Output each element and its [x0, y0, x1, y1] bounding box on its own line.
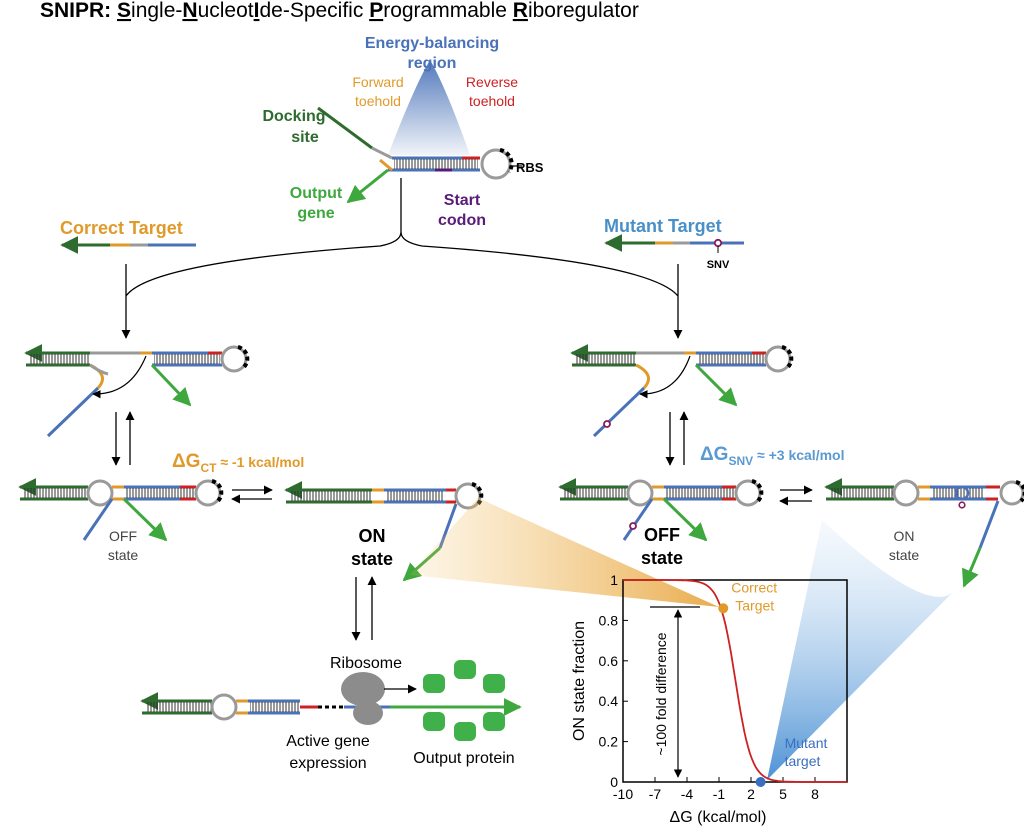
right-binding-complex	[570, 344, 794, 438]
right-on-state-label: ON	[894, 528, 915, 544]
mutant-target-highlight	[767, 520, 955, 780]
start-codon-label-2: codon	[438, 212, 486, 229]
chart-point-correct-target	[718, 603, 729, 614]
title-p9: iboregulator	[528, 0, 639, 22]
forward-toehold-label-2: toehold	[355, 93, 401, 109]
protein-icon-6	[483, 712, 505, 731]
dg-ct-label: ΔGCT ≈ -1 kcal/mol	[172, 451, 304, 475]
title-p7: rogrammable	[383, 0, 513, 22]
mutant-target-strand	[604, 234, 744, 253]
title-p2: N	[182, 0, 197, 22]
protein-icon-4	[423, 712, 445, 731]
x-tick-label: -1	[713, 786, 726, 802]
chart-point-label: Target	[735, 597, 774, 613]
right-off-state-label-2: state	[641, 548, 683, 568]
forward-toehold-label: Forward	[352, 74, 403, 90]
y-tick-label: 0.2	[599, 734, 619, 750]
fold-difference-label: ~100 fold difference	[653, 632, 669, 755]
title-p3: ucleot	[198, 0, 254, 22]
x-tick-label: 5	[779, 786, 787, 802]
x-tick-label: 8	[811, 786, 819, 802]
y-tick-label: 1	[610, 572, 618, 588]
docking-site-label: Docking	[262, 108, 325, 125]
docking-site-label-2: site	[291, 129, 319, 146]
left-on-state-label-2: state	[351, 549, 393, 569]
start-codon-label: Start	[444, 192, 481, 209]
chart-y-ticks: 0 0.2 0.4 0.6 0.8 1	[599, 572, 628, 790]
snipr-structure-top	[317, 60, 522, 204]
chart-point-label: Correct	[731, 579, 777, 595]
active-gene-label: Active gene	[286, 733, 370, 750]
right-on-state-label-2: state	[889, 547, 920, 563]
title-p5: de-Specific	[259, 0, 369, 22]
dg-snv-label: ΔGSNV ≈ +3 kcal/mol	[700, 444, 844, 468]
y-tick-label: 0	[610, 774, 618, 790]
protein-icon-5	[454, 722, 476, 741]
chart-y-label: ON state fraction	[571, 621, 588, 741]
output-protein-label: Output protein	[413, 750, 514, 767]
output-gene-label: Output	[290, 185, 343, 202]
reverse-toehold-label-2: toehold	[469, 93, 515, 109]
y-tick-label: 0.6	[599, 653, 619, 669]
snv-label: SNV	[707, 259, 730, 271]
title-p1: ingle-	[131, 0, 182, 22]
right-off-state-label: OFF	[644, 525, 680, 545]
left-on-state-label: ON	[359, 526, 386, 546]
x-tick-label: 2	[747, 786, 755, 802]
split-brace	[125, 178, 679, 297]
active-gene-label-2: expression	[289, 755, 366, 772]
figure-title: SNIPR: Single-NucleotIde-Specific Progra…	[40, 0, 639, 22]
y-tick-label: 0.8	[599, 612, 619, 628]
output-gene-label-2: gene	[297, 205, 334, 222]
energy-balancing-label-2: region	[408, 55, 457, 72]
right-off-complex	[558, 478, 764, 542]
translation-complex	[140, 660, 522, 741]
x-tick-label: -4	[681, 786, 694, 802]
ribosome-icon	[341, 672, 385, 706]
chart-curve	[623, 579, 847, 783]
left-off-state-label: OFF	[109, 528, 137, 544]
mutant-target-label: Mutant Target	[604, 216, 722, 236]
ribosome-label: Ribosome	[330, 655, 402, 672]
protein-icon-1	[423, 674, 445, 693]
left-off-state-label-2: state	[108, 547, 139, 563]
title-p8: R	[513, 0, 528, 22]
on-state-fraction-chart: 0 0.2 0.4 0.6 0.8 1 -10 -7 -4 -1 2 5 8 CorrectTarge…	[571, 572, 848, 826]
chart-frame	[622, 579, 848, 783]
chart-point-label: Mutant	[785, 735, 828, 751]
chart-point-label: target	[785, 753, 821, 769]
chart-x-label: ΔG (kcal/mol)	[670, 809, 767, 826]
rbs-label: RBS	[516, 160, 544, 175]
energy-balancing-label: Energy-balancing	[365, 35, 499, 52]
right-on-complex	[824, 478, 1024, 588]
x-tick-label: -10	[613, 786, 633, 802]
left-off-complex	[18, 478, 224, 542]
correct-target-label: Correct Target	[60, 218, 183, 238]
chart-point-mutant-target	[755, 777, 766, 787]
title-p0: S	[117, 0, 131, 22]
left-binding-complex	[24, 344, 250, 438]
title-p4: I	[254, 0, 260, 22]
protein-icon-2	[454, 660, 476, 679]
title-p6: P	[369, 0, 383, 22]
y-tick-label: 0.4	[599, 693, 619, 709]
protein-icon-3	[483, 674, 505, 693]
left-on-complex	[284, 481, 484, 582]
reverse-toehold-label: Reverse	[466, 74, 518, 90]
chart-x-ticks: -10 -7 -4 -1 2 5 8	[613, 777, 819, 802]
x-tick-label: -7	[649, 786, 662, 802]
